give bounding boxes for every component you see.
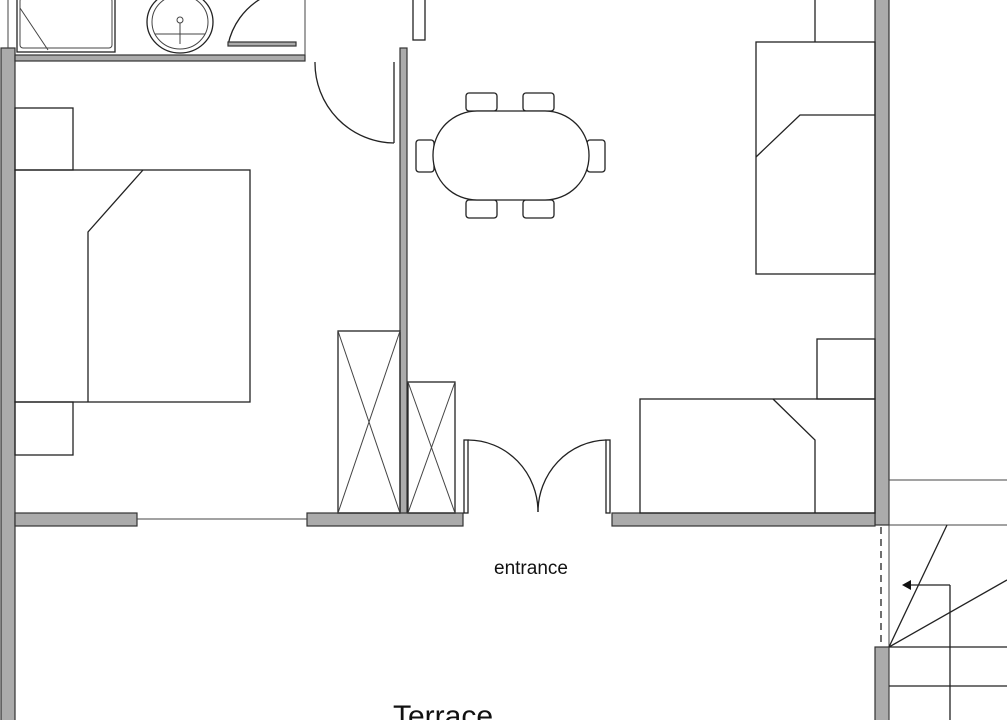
walls	[0, 0, 890, 720]
entrance-door	[463, 439, 611, 514]
bedroom-door-swing	[314, 61, 395, 144]
wardrobe	[337, 330, 401, 514]
bathroom-door-swing	[227, 0, 261, 46]
right-wall-lower	[874, 646, 890, 720]
sofa-bed	[755, 0, 876, 275]
staircase	[880, 479, 1007, 720]
double-bed	[14, 107, 251, 456]
entrance-label: entrance	[494, 558, 568, 579]
single-bed	[639, 338, 876, 514]
right-wall-upper	[874, 0, 890, 526]
bathroom	[16, 0, 426, 54]
nightstand	[14, 401, 74, 456]
interior-wall	[399, 47, 408, 516]
left-wall	[0, 47, 16, 720]
wardrobe	[407, 381, 456, 514]
wardrobes	[337, 330, 456, 514]
dining-table	[415, 92, 606, 219]
bathroom-wall	[14, 54, 306, 62]
front-wall-right	[611, 512, 876, 527]
radiator	[412, 0, 426, 41]
front-wall-middle	[306, 512, 464, 527]
sink-icon	[146, 0, 214, 54]
arrow-icon	[902, 580, 911, 590]
front-wall-left	[14, 512, 138, 527]
terrace-label: Terrace	[392, 700, 494, 720]
shower	[16, 0, 116, 53]
bathroom-door-leaf	[227, 41, 297, 47]
bed	[14, 169, 251, 403]
nightstand	[14, 107, 74, 171]
